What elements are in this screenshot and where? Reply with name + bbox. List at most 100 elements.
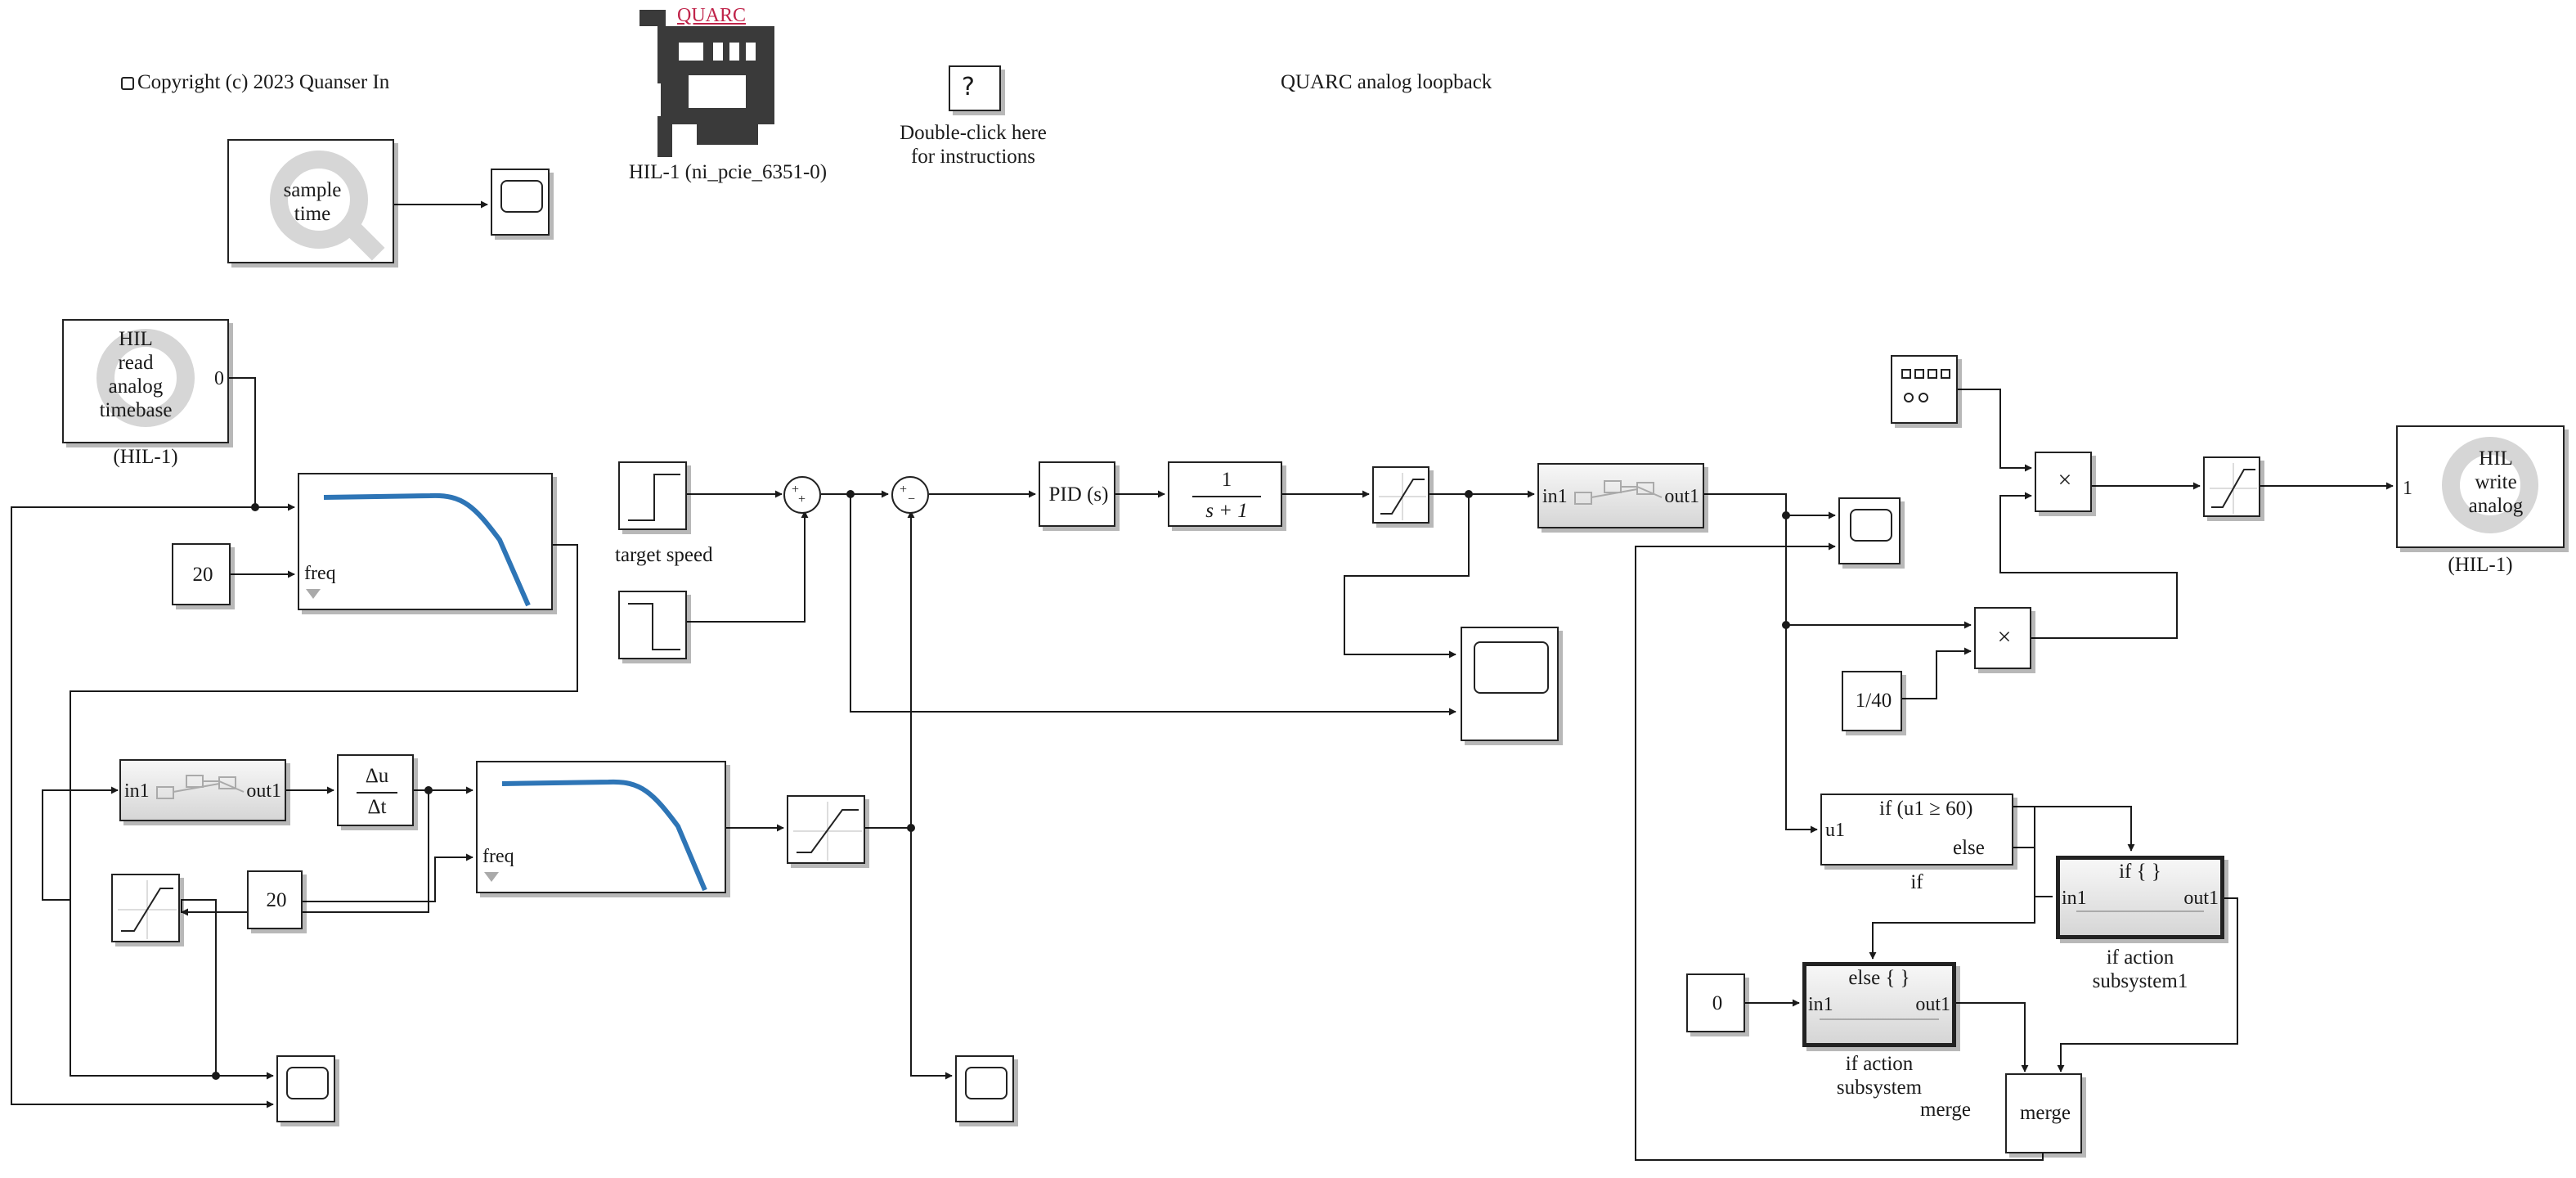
- wire-sat-scope: [1344, 494, 1470, 659]
- wire-timebase-chirp: [229, 377, 295, 511]
- scope-screen-icon: [500, 180, 543, 213]
- wire-junction: [424, 786, 433, 794]
- hil-read-caption: (HIL-1): [113, 446, 178, 468]
- saturation-icon: [118, 880, 177, 939]
- wire-merge-scope: [1635, 542, 2044, 1161]
- wire-if-else: [1869, 847, 2035, 960]
- hil-write-caption: (HIL-1): [2448, 554, 2513, 576]
- wire-junction: [1465, 490, 1473, 498]
- constant-20-bottom[interactable]: 20: [247, 870, 303, 929]
- wire-timebase-bottomscope: [11, 506, 274, 1108]
- saturation-bottom-mid[interactable]: [787, 795, 865, 864]
- wire-junction: [846, 490, 855, 498]
- chirp-curve-icon: [501, 779, 707, 892]
- sample-time-label: sample: [283, 179, 342, 201]
- scope-bottom-mid[interactable]: [955, 1055, 1014, 1122]
- step-target-speed[interactable]: [618, 461, 687, 530]
- if-action-subsystem1[interactable]: if { } in1 out1: [2056, 856, 2224, 939]
- pid-controller[interactable]: PID (s): [1039, 461, 1115, 527]
- scope-screen-icon: [286, 1067, 329, 1099]
- product-top[interactable]: ×: [2035, 452, 2092, 512]
- wire-else-merge: [1956, 1002, 2029, 1072]
- scope-tracking[interactable]: [1838, 497, 1901, 564]
- wire-saturation-bottomscope: [70, 900, 274, 1080]
- scope-screen-icon: [1850, 509, 1892, 542]
- if-action-subsystem-caption: if action subsystem: [1836, 1053, 1923, 1099]
- if-action-subsystem1-caption: if action subsystem1: [2092, 946, 2188, 992]
- if-block[interactable]: u1 if (u1 ≥ 60) else: [1820, 794, 2013, 866]
- subsystem-bottom[interactable]: in1 out1: [119, 759, 286, 821]
- lock-icon: [121, 77, 134, 91]
- scope-bottom-left[interactable]: [276, 1055, 335, 1122]
- wire-step2-sum1: [687, 510, 809, 623]
- hil-read-timebase-block[interactable]: HIL read analog timebase 0: [62, 319, 229, 443]
- constant-0[interactable]: 0: [1686, 973, 1745, 1032]
- chirp-curve-icon: [323, 492, 531, 607]
- saturation-icon: [1379, 473, 1426, 520]
- model-title: QUARC analog loopback: [1281, 71, 1492, 93]
- wire-junction: [251, 503, 259, 511]
- sum-block-2[interactable]: + −: [891, 476, 929, 514]
- constant-20-top[interactable]: 20: [172, 543, 231, 605]
- step-down-icon: [628, 603, 680, 650]
- instructions-block[interactable]: ?: [949, 65, 1001, 111]
- instructions-label: Double-click here for instructions: [900, 122, 1047, 168]
- wire-action1-merge: [2057, 897, 2238, 1072]
- wire-junction: [907, 824, 915, 832]
- wire-sub-scope: [1704, 493, 1836, 519]
- merge-caption: merge: [1920, 1099, 1972, 1121]
- wire-const20b-chirp2: [303, 853, 473, 902]
- wire-chirp-plantsub: [42, 544, 578, 901]
- help-lock-icon: ?: [962, 73, 975, 101]
- wire-sat-bottomscope2: [910, 828, 953, 1080]
- if-caption: if: [1910, 871, 1923, 893]
- wire-sum1-scope: [850, 494, 1456, 716]
- if-action-subsystem-else[interactable]: else { } in1 out1: [1802, 962, 1956, 1047]
- constant-1-40[interactable]: 1/40: [1842, 671, 1902, 731]
- pulse-generator[interactable]: [1891, 355, 1958, 424]
- wire-if-action1: [2013, 806, 2135, 852]
- transfer-fcn[interactable]: 1 s + 1: [1168, 461, 1282, 527]
- hil-board-label: HIL-1 (ni_pcie_6351-0): [628, 161, 828, 183]
- sample-time-block[interactable]: sample time: [227, 139, 394, 263]
- wire-product2-product1: [1999, 492, 2178, 639]
- copyright-note: Copyright (c) 2023 Quanser In: [121, 70, 389, 94]
- step-icon: [628, 474, 680, 521]
- saturation-icon: [2210, 463, 2257, 514]
- subsystem-icon: [156, 775, 245, 799]
- subsystem-top[interactable]: in1 out1: [1537, 463, 1704, 528]
- saturation-right[interactable]: [2203, 456, 2260, 517]
- hil-board-block[interactable]: QUARC: [640, 5, 779, 157]
- port-label: 0: [214, 368, 224, 389]
- scope-sample-time[interactable]: [491, 169, 550, 236]
- chirp-signal-top[interactable]: freq: [298, 473, 553, 610]
- wire-junction: [1782, 511, 1790, 519]
- wire-junction: [1782, 621, 1790, 629]
- wire-sub-if: [1785, 625, 1818, 834]
- step-down[interactable]: [618, 591, 687, 659]
- wire-sat-sum2: [865, 510, 915, 829]
- subsystem-icon: [1574, 480, 1663, 505]
- scope-main[interactable]: [1461, 627, 1559, 741]
- merge-block[interactable]: merge: [2005, 1073, 2082, 1153]
- saturation-bottom-left[interactable]: [111, 874, 180, 942]
- product-bottom[interactable]: ×: [1974, 607, 2031, 669]
- wire-junction: [212, 1072, 220, 1080]
- wire-pulse-product1: [1958, 389, 2032, 472]
- hil-write-analog-block[interactable]: HIL write analog 1: [2396, 425, 2565, 548]
- wire-loop-left: [181, 899, 217, 1076]
- wire-if-action1-in: [2013, 806, 2053, 897]
- quarc-logo-text: QUARC: [677, 5, 747, 26]
- saturation-icon: [793, 802, 862, 861]
- scope-screen-icon: [965, 1067, 1008, 1099]
- target-speed-caption: target speed: [615, 544, 713, 566]
- derivative-block[interactable]: Δu Δt: [337, 754, 414, 826]
- saturation-top[interactable]: [1372, 466, 1429, 524]
- down-arrow-icon: [484, 872, 499, 882]
- sum-block-1[interactable]: + +: [783, 476, 821, 514]
- scope-screen-icon: [1474, 641, 1549, 694]
- chirp-signal-bottom[interactable]: freq: [476, 761, 726, 893]
- daq-board-icon: [640, 10, 774, 157]
